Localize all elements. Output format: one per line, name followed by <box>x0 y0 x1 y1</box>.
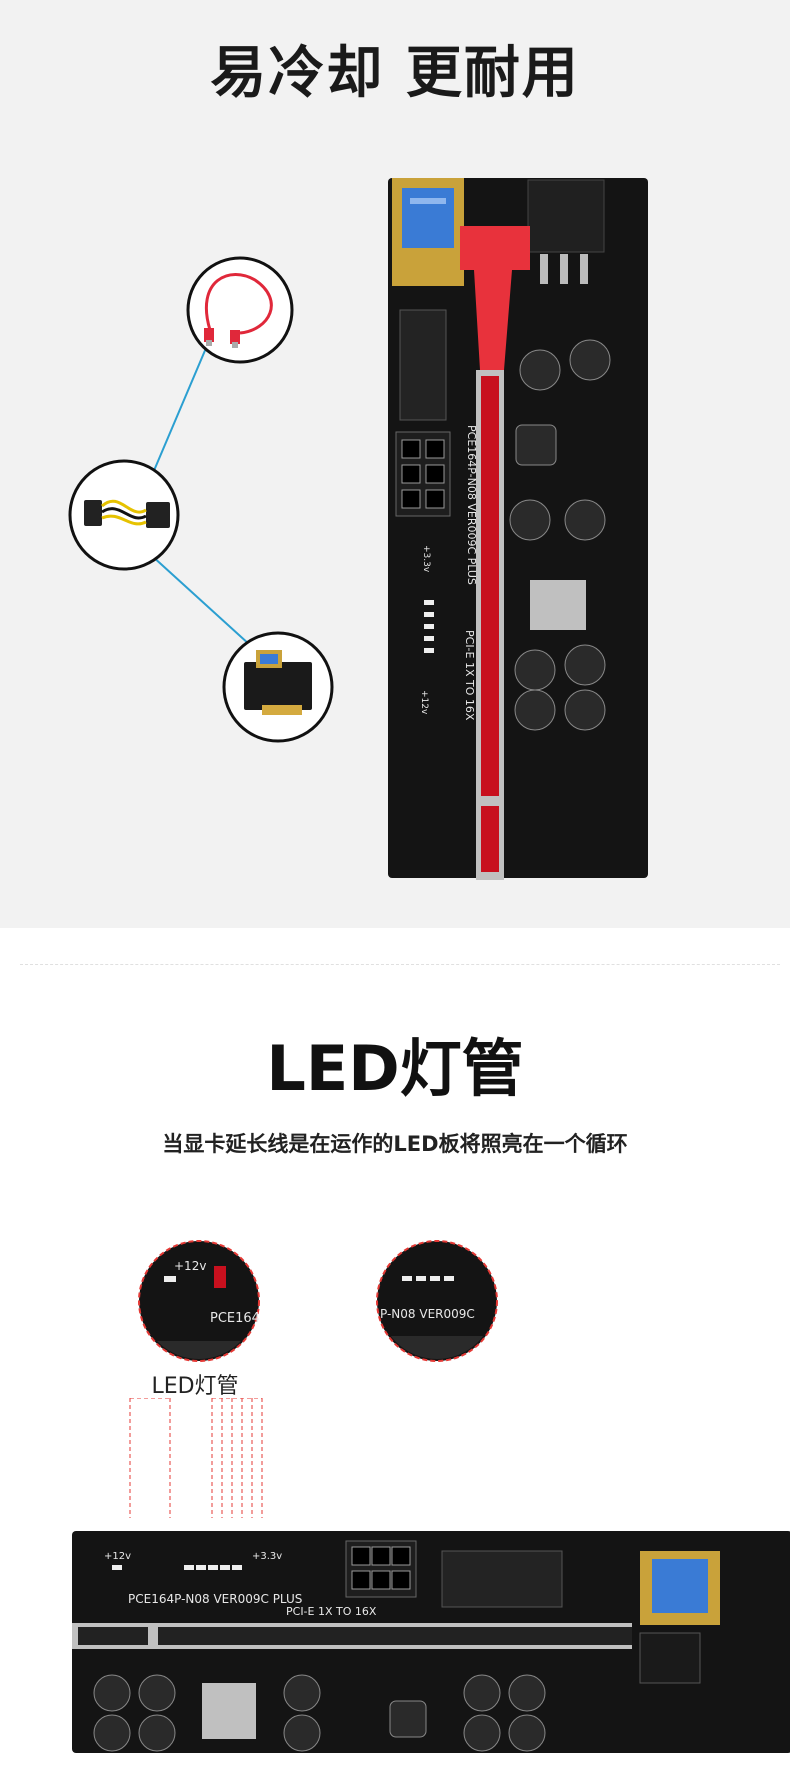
usb3-port <box>392 178 464 286</box>
adapter-card-image <box>222 631 334 743</box>
power-cable-image <box>68 459 180 571</box>
v33-label: +3.3v <box>421 545 431 573</box>
accessory-diagram <box>68 256 334 743</box>
zoom-left-label: PCE164 <box>210 1311 260 1326</box>
h-v12-label: +12v <box>104 1551 131 1562</box>
zoom-right: P-N08 VER009C <box>376 1240 498 1362</box>
zoom-left: +12v PCE164 <box>138 1240 260 1362</box>
model-label: PCE164P-N08 VER009C PLUS <box>465 425 478 585</box>
section-subtitle-led: 当显卡延长线是在运作的LED板将照亮在一个循环 <box>162 1132 628 1156</box>
v12-label: +12v <box>419 690 429 715</box>
section-cooling: 易冷却 更耐用 <box>0 0 790 928</box>
section-led: LED灯管 当显卡延长线是在运作的LED板将照亮在一个循环 +12v PCE16… <box>0 928 790 1775</box>
riser-board-vertical: PCI-E 1X TO 16X PCE164P-N08 VER009C PLUS… <box>388 178 648 880</box>
h-pci-label: PCI-E 1X TO 16X <box>286 1605 377 1618</box>
riser-board-horizontal: +12v +3.3v PCE164P-N08 VER009C PLUS PCI-… <box>72 1531 790 1753</box>
section-title-cooling: 易冷却 更耐用 <box>210 41 580 106</box>
h-v33-label: +3.3v <box>252 1551 282 1562</box>
pci-label: PCI-E 1X TO 16X <box>463 630 476 721</box>
h-model-label: PCE164P-N08 VER009C PLUS <box>128 1592 302 1606</box>
section-title-led: LED灯管 <box>266 1032 524 1105</box>
divider <box>20 964 780 965</box>
led-guides <box>129 1398 263 1518</box>
led-caption: LED灯管 <box>151 1374 239 1399</box>
zoom-left-v12: +12v <box>174 1259 206 1273</box>
usb-cable-image <box>186 256 294 364</box>
zoom-right-label: P-N08 VER009C <box>380 1307 475 1321</box>
